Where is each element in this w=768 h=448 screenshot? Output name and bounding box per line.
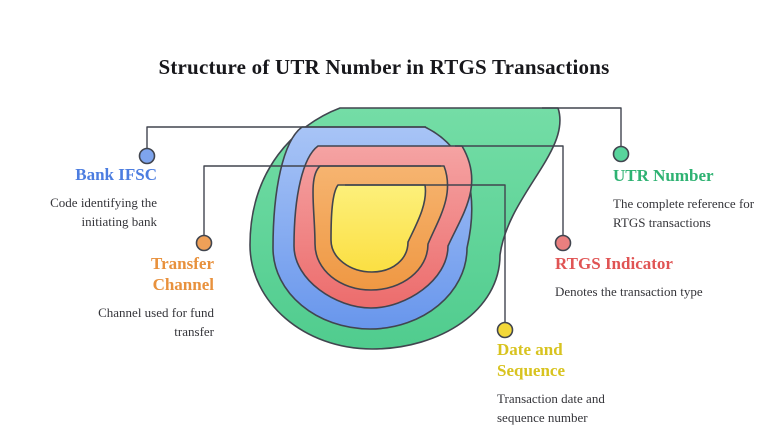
date-sequence-description: Transaction date and sequence number <box>497 391 605 425</box>
connector-utr-number <box>542 107 622 146</box>
transfer-channel-heading: Transfer Channel <box>151 254 214 294</box>
label-transfer-channel: Transfer Channel Channel used for fund t… <box>78 253 214 341</box>
ring-date-sequence <box>330 184 427 273</box>
rtgs-indicator-marker-dot <box>554 234 572 252</box>
label-utr-number: UTR Number The complete reference for RT… <box>613 165 765 232</box>
bank-ifsc-heading: Bank IFSC <box>75 165 157 184</box>
date-sequence-marker-dot <box>496 321 514 339</box>
connector-bank-ifsc <box>146 126 426 148</box>
transfer-channel-marker-dot <box>195 234 213 252</box>
date-sequence-heading: Date and Sequence <box>497 340 565 380</box>
connector-date-sequence <box>345 184 506 322</box>
rtgs-indicator-description: Denotes the transaction type <box>555 284 703 299</box>
bank-ifsc-marker-dot <box>138 147 156 165</box>
page-title: Structure of UTR Number in RTGS Transact… <box>158 55 610 80</box>
label-bank-ifsc: Bank IFSC Code identifying the initiatin… <box>17 164 157 231</box>
utr-number-description: The complete reference for RTGS transact… <box>613 196 755 230</box>
utr-number-marker-dot <box>612 145 630 163</box>
bank-ifsc-description: Code identifying the initiating bank <box>50 195 157 229</box>
transfer-channel-description: Channel used for fund transfer <box>98 305 214 339</box>
utr-number-heading: UTR Number <box>613 166 714 185</box>
connector-rtgs-indicator <box>455 145 564 235</box>
label-date-sequence: Date and Sequence Transaction date and s… <box>497 339 629 427</box>
rtgs-indicator-heading: RTGS Indicator <box>555 254 673 273</box>
connector-transfer-channel <box>203 165 441 235</box>
label-rtgs-indicator: RTGS Indicator Denotes the transaction t… <box>555 253 710 301</box>
